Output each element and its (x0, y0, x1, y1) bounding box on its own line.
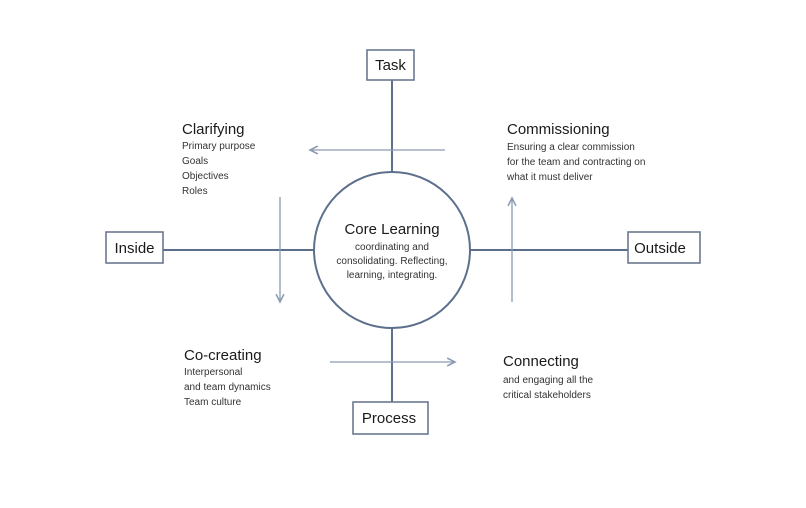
clarifying-title: Clarifying (182, 121, 245, 138)
connecting-item: and engaging all the (503, 375, 594, 386)
cocreating-title: Co-creating (184, 347, 262, 364)
cocreating-quadrant: Co-creating Interpersonal and team dynam… (184, 347, 271, 408)
clarifying-item: Objectives (182, 171, 229, 182)
clarifying-item: Goals (182, 156, 208, 167)
connecting-item: critical stakeholders (503, 390, 591, 401)
inside-node: Inside (105, 231, 164, 264)
core-line: consolidating. Reflecting, (336, 256, 447, 267)
outside-label: Outside (634, 240, 686, 257)
core-learning-circle (313, 171, 471, 329)
core-line: coordinating and (355, 242, 429, 253)
cocreating-item: Interpersonal (184, 367, 242, 378)
connecting-title: Connecting (503, 353, 579, 370)
process-node: Process (352, 401, 429, 435)
connecting-quadrant: Connecting and engaging all the critical… (503, 353, 594, 401)
clarifying-item: Roles (182, 186, 208, 197)
clarifying-quadrant: Clarifying Primary purpose Goals Objecti… (182, 121, 256, 197)
core-line: learning, integrating. (347, 270, 438, 281)
task-node: Task (366, 49, 415, 81)
cocreating-item: Team culture (184, 397, 242, 408)
core-title: Core Learning (344, 221, 439, 238)
task-label: Task (375, 57, 406, 74)
cocreating-item: and team dynamics (184, 382, 271, 393)
commissioning-title: Commissioning (507, 121, 610, 138)
inside-label: Inside (114, 240, 154, 257)
clarifying-item: Primary purpose (182, 141, 256, 152)
commissioning-quadrant: Commissioning Ensuring a clear commissio… (506, 121, 645, 183)
outside-node: Outside (627, 231, 701, 264)
commissioning-item: Ensuring a clear commission (507, 142, 635, 153)
process-label: Process (362, 410, 416, 427)
commissioning-item: what it must deliver (506, 172, 593, 183)
commissioning-item: for the team and contracting on (507, 157, 645, 168)
